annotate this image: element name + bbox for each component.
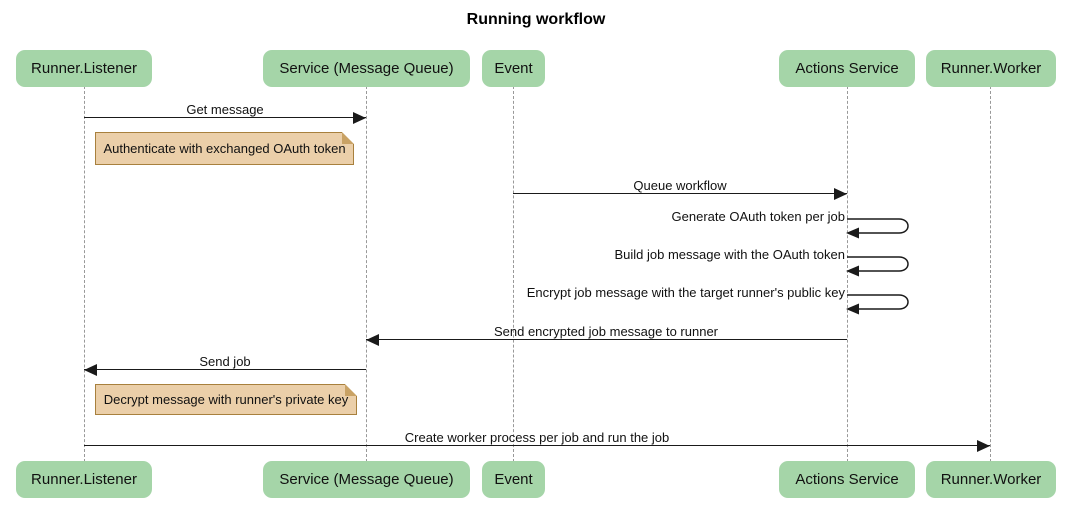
participant-label: Actions Service bbox=[795, 60, 899, 77]
participant-runner-listener-bottom: Runner.Listener bbox=[16, 461, 152, 498]
participant-label: Event bbox=[494, 471, 533, 488]
message-queue-workflow-label: Queue workflow bbox=[633, 178, 727, 193]
participant-runner-worker-bottom: Runner.Worker bbox=[926, 461, 1056, 498]
participant-runner-listener-top: Runner.Listener bbox=[16, 50, 152, 87]
self-loop-arrow-icon bbox=[846, 256, 909, 277]
participant-actions-service-top: Actions Service bbox=[779, 50, 915, 87]
self-message-encrypt-job-label: Encrypt job message with the target runn… bbox=[526, 285, 845, 300]
arrowhead-right-icon bbox=[353, 112, 366, 124]
message-get-message-line bbox=[84, 117, 366, 118]
participant-runner-worker-top: Runner.Worker bbox=[926, 50, 1056, 87]
lifeline-runner-listener bbox=[83, 86, 85, 462]
message-create-worker-label: Create worker process per job and run th… bbox=[404, 430, 670, 445]
participant-label: Runner.Listener bbox=[31, 471, 137, 488]
message-send-encrypted-label: Send encrypted job message to runner bbox=[493, 324, 719, 339]
participant-service-message-queue-top: Service (Message Queue) bbox=[263, 50, 470, 87]
participant-label: Event bbox=[494, 60, 533, 77]
self-loop-arrow-icon bbox=[846, 294, 909, 315]
arrowhead-left-icon bbox=[366, 334, 379, 346]
participant-label: Runner.Worker bbox=[940, 471, 1042, 488]
participant-label: Actions Service bbox=[795, 471, 899, 488]
arrowhead-right-icon bbox=[977, 440, 990, 452]
arrowhead-left-icon bbox=[84, 364, 97, 376]
message-send-job-line bbox=[84, 369, 366, 370]
note-decrypt: Decrypt message with runner's private ke… bbox=[95, 384, 357, 415]
diagram-title: Running workflow bbox=[466, 11, 606, 28]
lifeline-runner-worker bbox=[989, 86, 991, 462]
participant-service-message-queue-bottom: Service (Message Queue) bbox=[263, 461, 470, 498]
note-authenticate: Authenticate with exchanged OAuth token bbox=[95, 132, 354, 165]
self-message-generate-token-label: Generate OAuth token per job bbox=[671, 209, 845, 224]
participant-actions-service-bottom: Actions Service bbox=[779, 461, 915, 498]
lifeline-service-message-queue bbox=[365, 86, 367, 462]
message-get-message-label: Get message bbox=[186, 102, 264, 117]
lifeline-actions-service bbox=[846, 86, 848, 462]
self-loop-arrow-icon bbox=[846, 218, 909, 239]
participant-label: Runner.Worker bbox=[940, 60, 1042, 77]
self-message-build-job-label: Build job message with the OAuth token bbox=[614, 247, 845, 262]
note-text: Authenticate with exchanged OAuth token bbox=[103, 141, 346, 156]
message-create-worker-line bbox=[84, 445, 990, 446]
participant-label: Service (Message Queue) bbox=[279, 60, 454, 77]
message-queue-workflow-line bbox=[513, 193, 847, 194]
note-text: Decrypt message with runner's private ke… bbox=[103, 392, 349, 407]
lifeline-event bbox=[512, 86, 514, 462]
message-send-encrypted-line bbox=[366, 339, 847, 340]
arrowhead-right-icon bbox=[834, 188, 847, 200]
participant-event-top: Event bbox=[482, 50, 545, 87]
participant-event-bottom: Event bbox=[482, 461, 545, 498]
message-send-job-label: Send job bbox=[199, 354, 251, 369]
participant-label: Service (Message Queue) bbox=[279, 471, 454, 488]
participant-label: Runner.Listener bbox=[31, 60, 137, 77]
